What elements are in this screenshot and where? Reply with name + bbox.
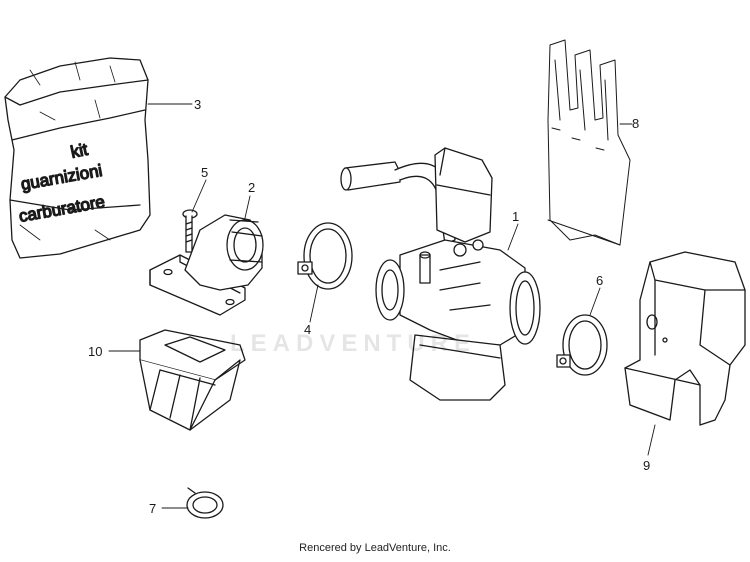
leader-line-4 [309, 284, 319, 323]
callout-1: 1 [512, 209, 520, 224]
intake-manifold [149, 214, 264, 316]
callout-10: 10 [88, 344, 103, 359]
callout-8: 8 [632, 116, 640, 131]
callout-4: 4 [304, 322, 312, 337]
footer-credit: Rencered by LeadVenture, Inc. [299, 542, 451, 554]
carburetor-cover [624, 251, 746, 426]
leader-lines [108, 103, 656, 509]
reed-gasket-plate [547, 39, 631, 246]
hose-clamp-right [556, 314, 608, 376]
leader-line-5 [191, 179, 207, 213]
callout-3: 3 [194, 97, 202, 112]
watermark: LEADVENTURE [230, 330, 477, 357]
gasket-kit-bag: kit guarnizioni carburatore [4, 57, 151, 259]
kit-bag-label-line1: kit [69, 140, 90, 162]
callout-6: 6 [596, 273, 604, 288]
small-clamp [186, 487, 224, 519]
callout-7: 7 [149, 501, 157, 516]
leader-line-1 [507, 223, 519, 251]
callout-5: 5 [201, 165, 209, 180]
leader-line-2 [244, 195, 251, 219]
screw [182, 209, 198, 253]
leader-line-9 [647, 424, 656, 456]
hose-clamp-left [297, 222, 353, 290]
callout-2: 2 [248, 180, 256, 195]
leader-line-6 [589, 287, 601, 316]
callout-9: 9 [643, 458, 651, 473]
carburetor [340, 147, 541, 401]
reed-valve [139, 329, 246, 431]
